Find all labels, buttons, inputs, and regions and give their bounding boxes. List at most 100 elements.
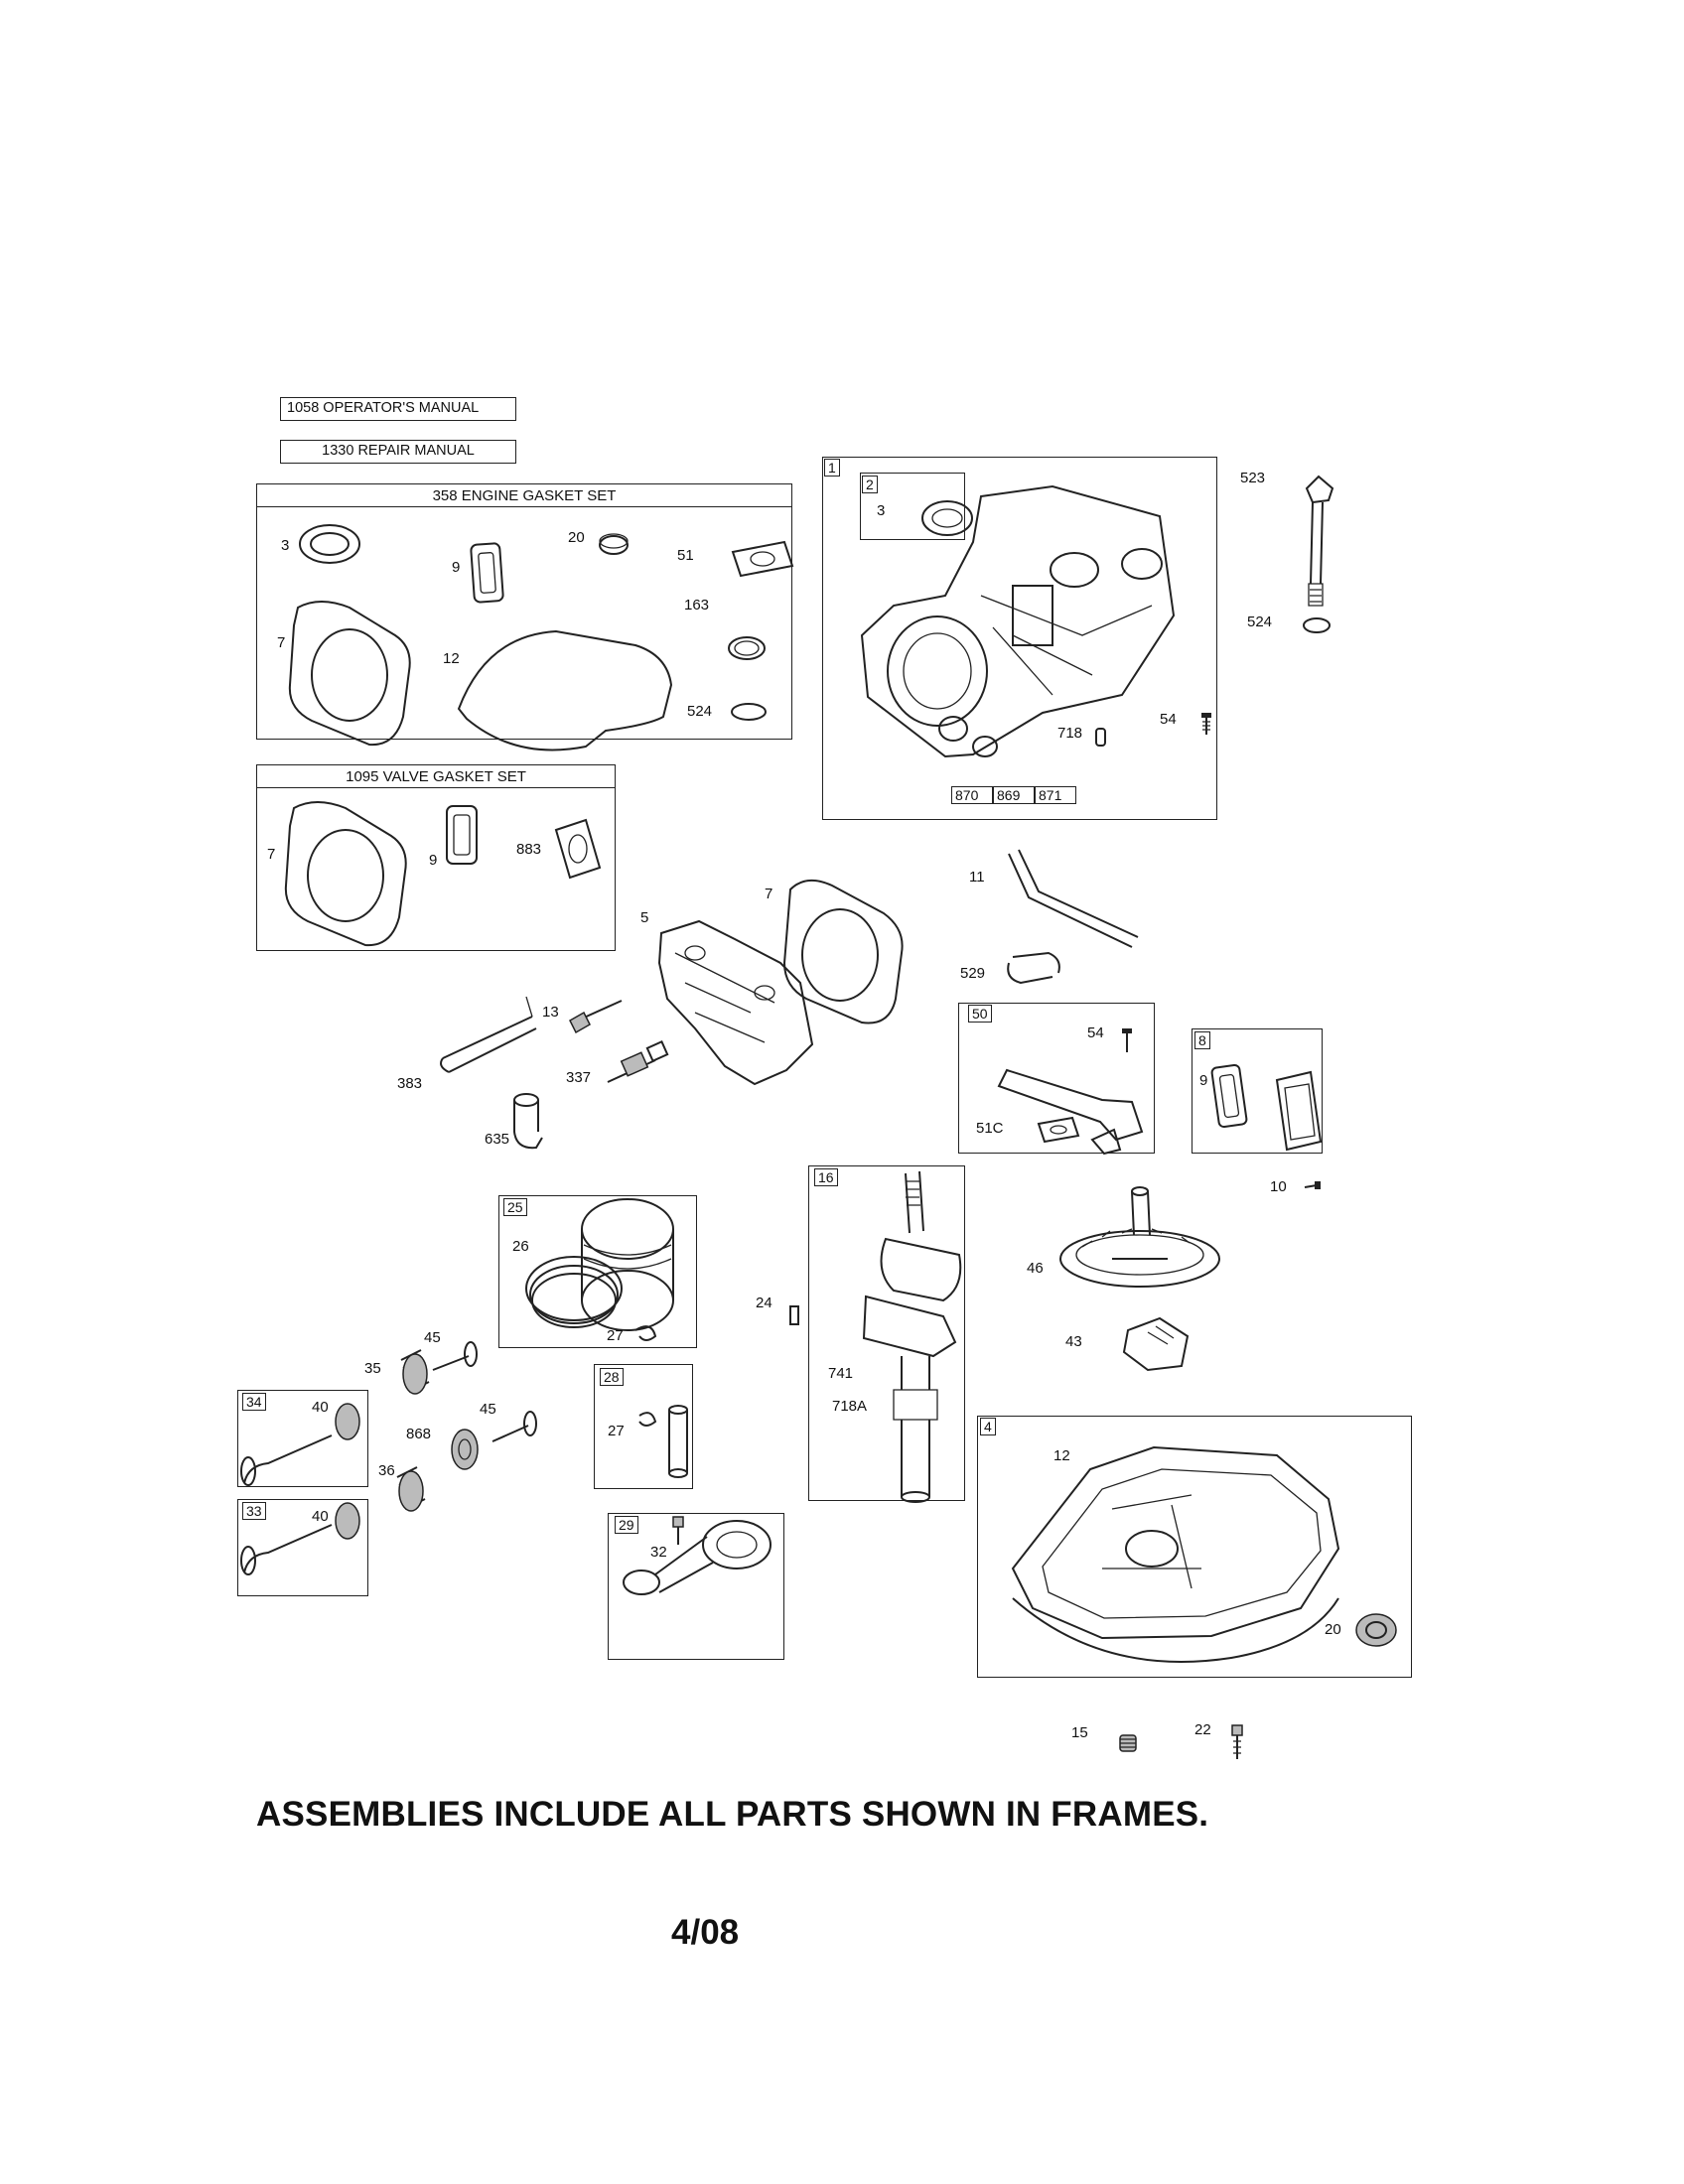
- valve-cover-assembly-frame: [1192, 1028, 1323, 1154]
- breather-assembly-frame: [958, 1003, 1155, 1154]
- exhaust-valve-illustration: [240, 1403, 360, 1486]
- assembly-tag: 28: [600, 1368, 624, 1386]
- piston-illustration: [581, 1198, 674, 1331]
- part-number: 20: [1325, 1621, 1341, 1638]
- pin-718-illustration: [1095, 728, 1106, 747]
- tube-11-illustration: [1008, 849, 1139, 948]
- connecting-rod-assembly-frame: [608, 1513, 784, 1660]
- exhaust-valve-assembly-frame: [237, 1390, 368, 1487]
- part-number: 7: [765, 886, 773, 902]
- assembly-tag: 50: [968, 1005, 992, 1023]
- part-number: 718: [1057, 725, 1083, 742]
- screw-10-illustration: [1304, 1181, 1321, 1189]
- intake-valve-illustration: [240, 1502, 360, 1575]
- part-number: 9: [1199, 1072, 1208, 1089]
- valve-gasket-set-header: [256, 764, 616, 788]
- nut-illustration: [599, 533, 629, 555]
- part-number: 529: [960, 965, 986, 982]
- part-number: 54: [1160, 711, 1177, 728]
- valve-gasket-set-frame: [256, 764, 616, 951]
- part-number: 51C: [976, 1120, 1004, 1137]
- gasket-883-illustration: [554, 818, 602, 880]
- seal-163-illustration: [728, 636, 766, 660]
- part-number: 27: [607, 1327, 624, 1344]
- part-number: 523: [1240, 470, 1266, 486]
- part-number: 32: [650, 1544, 667, 1561]
- part-number: 46: [1027, 1260, 1044, 1277]
- valve-gasket-7-illustration: [284, 801, 407, 947]
- part-number: 26: [512, 1238, 529, 1255]
- clip-illustration: [1090, 1128, 1122, 1156]
- screw-54b-illustration: [1122, 1028, 1132, 1052]
- part-number: 524: [1247, 614, 1273, 630]
- seal-illustration: [299, 524, 360, 564]
- part-number: 45: [480, 1401, 496, 1418]
- assembly-tag: 34: [242, 1393, 266, 1411]
- revision-date: 4/08: [671, 1913, 740, 1952]
- piston-assembly-frame: [498, 1195, 697, 1348]
- valve-cover-illustration: [1275, 1070, 1323, 1152]
- part-number: 43: [1065, 1333, 1082, 1350]
- piston-rings-illustration: [525, 1256, 623, 1328]
- pin-assembly-frame: [594, 1364, 693, 1489]
- assemblies-note: ASSEMBLIES INCLUDE ALL PARTS SHOWN IN FR…: [256, 1795, 1209, 1834]
- cylinder-assembly-frame: [822, 457, 1217, 820]
- part-number: 7: [277, 634, 286, 651]
- head-gasket-7-illustration: [288, 601, 411, 747]
- assembly-tag: 16: [814, 1168, 838, 1186]
- part-number: 5: [640, 909, 649, 926]
- assembly-tag: 25: [503, 1198, 527, 1216]
- intake-valve-assembly-frame: [237, 1499, 368, 1596]
- part-number: 524: [687, 703, 713, 720]
- part-number: 9: [429, 852, 438, 869]
- part-number: 9: [452, 559, 461, 576]
- head-gasket-7b-illustration: [782, 879, 904, 1024]
- clip-27-illustration: [634, 1325, 657, 1341]
- part-number: 20: [568, 529, 585, 546]
- cylinder-block-illustration: [860, 484, 1176, 758]
- assembly-tag: 29: [615, 1516, 638, 1534]
- part-number: 741: [828, 1365, 854, 1382]
- assembly-tag: 4: [980, 1418, 996, 1435]
- valve-cover-gasket-illustration: [1210, 1063, 1248, 1129]
- part-number: 7: [267, 846, 276, 863]
- breather-tube-illustration: [997, 1068, 1144, 1142]
- part-number: 163: [684, 597, 710, 614]
- bolt-32-illustration: [672, 1516, 684, 1545]
- repair-manual-label: 1330 REPAIR MANUAL: [280, 440, 516, 464]
- clip-27b-illustration: [638, 1412, 657, 1427]
- operators-manual-label: 1058 OPERATOR'S MANUAL: [280, 397, 516, 421]
- retainer-868-illustration: [451, 1429, 479, 1470]
- assembly-tag: 33: [242, 1502, 266, 1520]
- crankshaft-assembly-frame: [808, 1165, 965, 1501]
- part-number: 718A: [832, 1398, 868, 1415]
- assembly-tag: 8: [1194, 1031, 1210, 1049]
- part-number: 36: [378, 1462, 395, 1479]
- bolt-13-illustration: [569, 1000, 623, 1034]
- valve-gasket-9-illustration: [446, 805, 478, 865]
- valve-gasket-set-title: 1095 VALVE GASKET SET: [346, 768, 526, 785]
- part-number: 3: [877, 502, 886, 519]
- part-number: 883: [516, 841, 542, 858]
- fitting-635-illustration: [513, 1093, 543, 1150]
- engine-gasket-set-frame: [256, 483, 792, 740]
- part-number: 868: [406, 1426, 432, 1442]
- valve-45b-illustration: [491, 1411, 537, 1442]
- part-tag: 870: [951, 786, 993, 804]
- part-number: 22: [1194, 1721, 1211, 1738]
- governor-43-illustration: [1122, 1316, 1190, 1372]
- valve-45a-illustration: [432, 1341, 478, 1371]
- part-number: 40: [312, 1508, 329, 1525]
- part-number: 51: [677, 547, 694, 564]
- dipstick-illustration: [1305, 475, 1334, 607]
- part-number: 40: [312, 1399, 329, 1416]
- spring-35-illustration: [400, 1349, 430, 1395]
- part-number: 12: [443, 650, 460, 667]
- piston-pin-illustration: [668, 1405, 688, 1478]
- ring-524-illustration: [731, 703, 767, 721]
- seal-subassembly-frame: [860, 473, 965, 540]
- part-tag: 871: [1035, 786, 1076, 804]
- connecting-rod-illustration: [623, 1520, 772, 1595]
- gasket-51c-illustration: [1037, 1116, 1080, 1144]
